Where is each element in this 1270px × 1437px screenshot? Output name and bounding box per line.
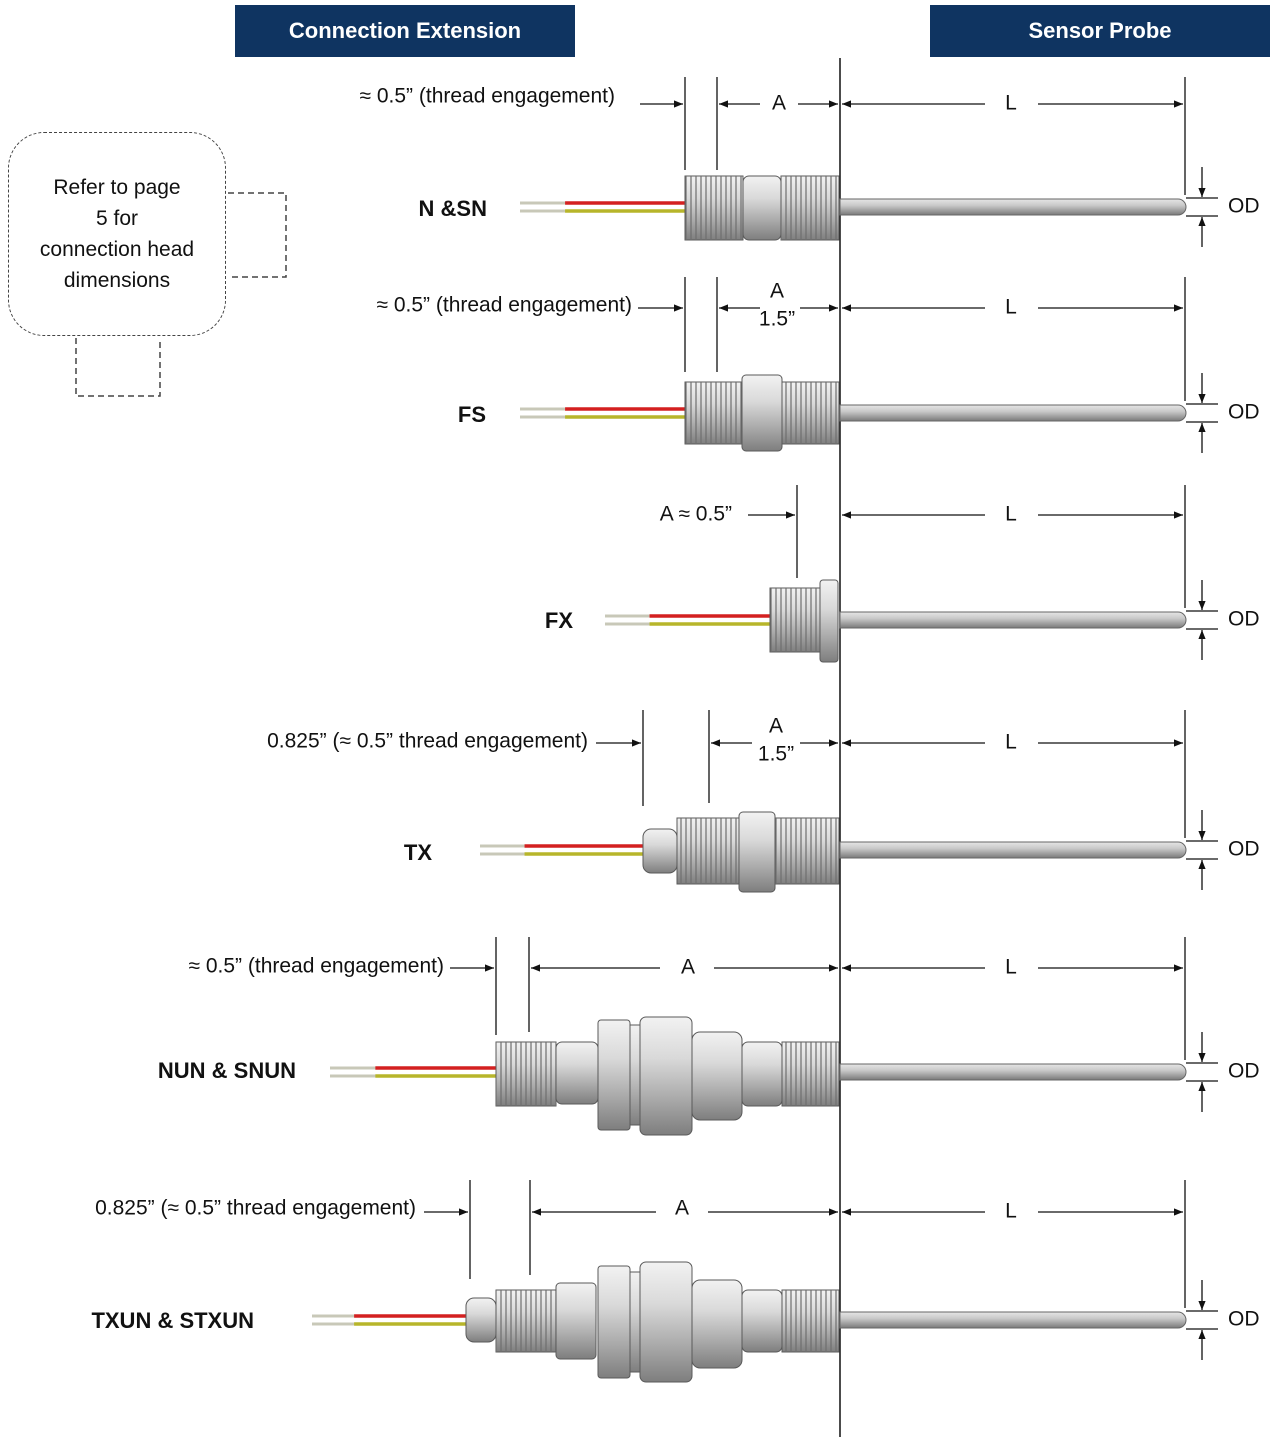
note-line: 5 for bbox=[95, 207, 139, 230]
model-label-fx: FX bbox=[545, 608, 573, 633]
thread-engagement-label: ≈ 0.5” (thread engagement) bbox=[188, 955, 444, 978]
a-approx-label: A ≈ 0.5” bbox=[660, 503, 732, 526]
model-label-nun: NUN & SNUN bbox=[158, 1058, 296, 1083]
a-label: A bbox=[769, 715, 783, 738]
a-label: A bbox=[681, 956, 695, 979]
compression-fitting bbox=[465, 1297, 497, 1343]
note-line: connection head bbox=[39, 238, 195, 261]
od-label: OD bbox=[1228, 195, 1260, 218]
model-label-tx: TX bbox=[404, 840, 432, 865]
union-nut bbox=[597, 1019, 631, 1131]
l-label: L bbox=[1005, 92, 1017, 115]
threaded-fitting-threads bbox=[781, 176, 839, 240]
threaded-fitting-threads bbox=[685, 176, 743, 240]
l-label: L bbox=[1005, 503, 1017, 526]
sensor-probe-header: Sensor Probe bbox=[930, 5, 1270, 57]
threaded-fitting-threads bbox=[685, 382, 743, 444]
hex-nut bbox=[742, 175, 782, 241]
sensor-probe-sheath bbox=[839, 1063, 1187, 1081]
union-nut bbox=[597, 1265, 631, 1379]
note-line: Refer to page bbox=[53, 176, 181, 199]
l-label: L bbox=[1005, 731, 1017, 754]
od-label: OD bbox=[1228, 1308, 1260, 1331]
od-label: OD bbox=[1228, 1060, 1260, 1083]
a-label: A bbox=[675, 1197, 689, 1220]
thread-engagement-0825-label: 0.825” (≈ 0.5” thread engagement) bbox=[267, 730, 588, 753]
threaded-fitting-threads bbox=[782, 1042, 839, 1106]
union-body bbox=[639, 1261, 693, 1383]
sensor-probe-sheath bbox=[839, 841, 1187, 859]
hex-nut bbox=[555, 1041, 599, 1105]
hex-nut bbox=[555, 1282, 597, 1360]
a-label: A bbox=[770, 280, 784, 303]
union-collar bbox=[629, 1271, 641, 1373]
union-collar bbox=[629, 1024, 641, 1126]
threaded-fitting-threads bbox=[677, 818, 739, 884]
connection-head-note: Refer to page 5 for connection head dime… bbox=[8, 132, 226, 336]
thread-engagement-label: ≈ 0.5” (thread engagement) bbox=[359, 85, 615, 108]
od-label: OD bbox=[1228, 608, 1260, 631]
model-label-txun: TXUN & STXUN bbox=[91, 1308, 254, 1333]
hex-flange bbox=[819, 579, 839, 663]
threaded-fitting-threads bbox=[782, 1290, 839, 1352]
l-label: L bbox=[1005, 296, 1017, 319]
sensor-probe-sheath bbox=[839, 404, 1187, 422]
threaded-fitting-threads bbox=[775, 818, 839, 884]
hex-nut bbox=[741, 374, 783, 452]
hex-nut bbox=[741, 1289, 783, 1353]
l-label: L bbox=[1005, 1200, 1017, 1223]
a-value-label: 1.5” bbox=[758, 743, 794, 766]
model-label-n-sn: N &SN bbox=[419, 196, 487, 221]
union-body bbox=[639, 1016, 693, 1136]
thread-engagement-label: ≈ 0.5” (thread engagement) bbox=[376, 294, 632, 317]
connection-extension-header: Connection Extension bbox=[235, 5, 575, 57]
sensor-probe-sheath bbox=[839, 198, 1187, 216]
model-label-fs: FS bbox=[458, 402, 486, 427]
threaded-fitting-threads bbox=[496, 1290, 556, 1352]
note-line: dimensions bbox=[63, 269, 171, 292]
threaded-fitting-threads bbox=[782, 382, 839, 444]
compression-fitting bbox=[642, 828, 678, 874]
a-value-label: 1.5” bbox=[759, 308, 795, 331]
l-label: L bbox=[1005, 956, 1017, 979]
union-body bbox=[691, 1279, 743, 1369]
connection-head-outline bbox=[75, 192, 287, 397]
sensor-probe-sheath bbox=[839, 611, 1187, 629]
thread-engagement-0825-label: 0.825” (≈ 0.5” thread engagement) bbox=[95, 1197, 416, 1220]
sensor-probe-sheath bbox=[839, 1311, 1187, 1329]
a-label: A bbox=[772, 92, 786, 115]
od-label: OD bbox=[1228, 838, 1260, 861]
union-body bbox=[691, 1031, 743, 1121]
hex-nut bbox=[738, 811, 776, 893]
threaded-fitting-threads bbox=[496, 1042, 556, 1106]
threaded-fitting-threads bbox=[770, 588, 820, 652]
od-label: OD bbox=[1228, 401, 1260, 424]
hex-nut bbox=[741, 1041, 783, 1107]
